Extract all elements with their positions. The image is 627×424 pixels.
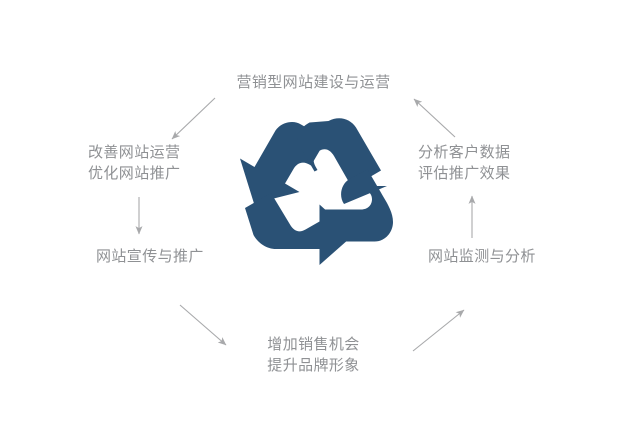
recycle-icon [240,118,393,265]
node-label-left-line-1: 网站宣传与推广 [96,248,204,265]
node-label-top-line-1: 营销型网站建设与运营 [236,74,391,91]
node-label-bottom-line-2: 提升品牌形象 [267,357,360,374]
node-label-upper-left-line-2: 优化网站推广 [88,165,181,182]
node-label-upper-right-line-2: 评估推广效果 [418,165,511,182]
connector-upper-right-to-top [413,98,456,138]
node-label-upper-right: 分析客户数据 评估推广效果 [418,142,510,184]
node-label-right: 网站监测与分析 [428,246,536,267]
node-label-right-line-1: 网站监测与分析 [428,248,536,265]
node-label-upper-left: 改善网站运营 优化网站推广 [88,142,180,184]
connector-top-to-upper-left [171,97,216,140]
node-label-left: 网站宣传与推广 [96,246,204,267]
node-label-bottom: 增加销售机会 提升品牌形象 [0,334,627,376]
node-label-top: 营销型网站建设与运营 [0,72,627,93]
node-label-upper-right-line-1: 分析客户数据 [418,144,511,161]
node-label-bottom-line-1: 增加销售机会 [267,336,360,353]
node-label-upper-left-line-1: 改善网站运营 [88,144,181,161]
